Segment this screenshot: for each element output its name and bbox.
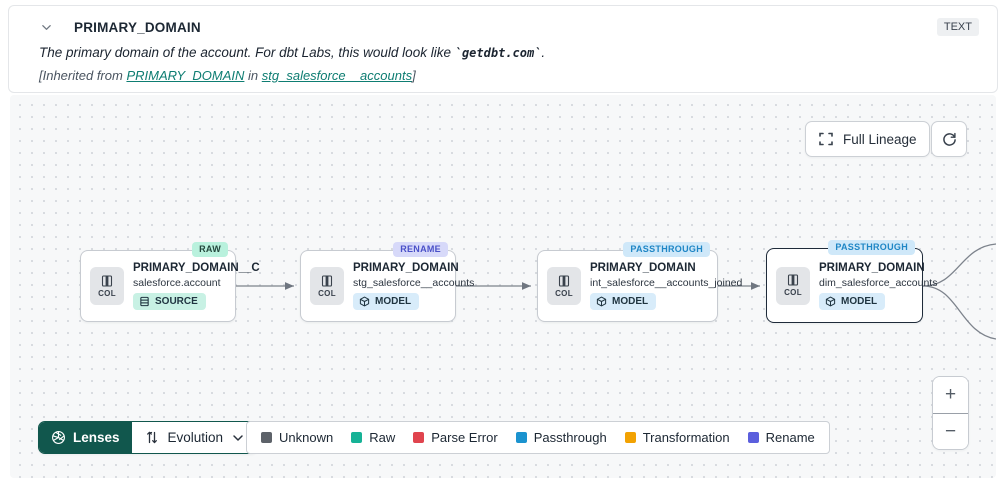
zoom-out-button[interactable]: − [933,413,968,449]
lens-select-dropdown[interactable]: Evolution [131,422,258,453]
inherited-middle: in [244,68,262,83]
model-icon [596,296,607,307]
node-kind-label: MODEL [841,295,878,307]
column-type-badge: TEXT [936,18,979,36]
legend-label: Unknown [279,430,334,445]
col-label: COL [784,288,802,297]
legend-item-parse-error: Parse Error [413,430,498,445]
lineage-node-dim-salesforce-accounts[interactable]: PASSTHROUGH COL PRIMARY_DOMAIN dim_sales… [766,240,937,323]
inherited-suffix: ] [412,68,416,83]
status-badge: RENAME [393,242,448,257]
column-icon [101,274,113,287]
refresh-button[interactable] [931,121,967,157]
full-lineage-label: Full Lineage [843,131,917,147]
refresh-icon [941,131,958,148]
lenses-label: Lenses [73,430,120,445]
column-name-title: PRIMARY_DOMAIN [74,19,201,35]
column-detail-card: PRIMARY_DOMAIN TEXT The primary domain o… [8,5,998,93]
lineage-node-salesforce-account[interactable]: RAW COL PRIMARY_DOMAIN__C salesforce.acc… [80,242,260,322]
lenses-button[interactable]: Lenses [39,422,132,453]
node-kind-label: MODEL [612,296,649,307]
legend-item-transformation: Transformation [624,430,730,445]
node-kind-label: MODEL [375,296,412,307]
node-subtitle: dim_salesforce_accounts [819,276,938,289]
inherited-from-line: [Inherited from PRIMARY_DOMAIN in stg_sa… [39,68,981,83]
column-icon [558,274,570,287]
model-icon [825,296,836,306]
legend-item-raw: Raw [351,430,395,445]
col-label: COL [98,288,116,298]
column-chip: COL [547,267,581,305]
node-title: PRIMARY_DOMAIN [590,262,696,274]
expand-icon [818,131,834,147]
chevron-down-icon [232,432,244,444]
legend-label: Parse Error [431,430,498,445]
node-text: PRIMARY_DOMAIN stg_salesforce__accounts … [353,262,474,310]
legend-swatch [261,432,272,443]
legend-swatch [351,432,363,443]
legend-label: Rename [765,430,815,445]
node-title: PRIMARY_DOMAIN [353,262,459,274]
legend-swatch [624,432,636,443]
column-chip: COL [776,266,810,305]
inherited-column-link[interactable]: PRIMARY_DOMAIN [126,68,245,83]
node-kind-badge: MODEL [353,293,420,310]
legend-swatch [413,432,425,443]
lens-control-group: Lenses Evolution [38,421,259,454]
legend-item-rename: Rename [747,430,815,445]
node-kind-badge: SOURCE [133,293,206,310]
legend-item-unknown: Unknown [261,430,333,445]
description-code: `getdbt.com` [454,46,542,60]
inherited-model-link[interactable]: stg_salesforce__accounts [261,68,413,83]
node-text: PRIMARY_DOMAIN__C salesforce.account SOU… [133,262,260,310]
node-text: PRIMARY_DOMAIN dim_salesforce_accounts M… [819,262,937,310]
col-label: COL [555,288,573,298]
inherited-prefix: [Inherited from [39,68,127,83]
description-text: The primary domain of the account. For d… [39,45,455,60]
zoom-control: + − [932,376,969,450]
zoom-in-button[interactable]: + [933,377,968,414]
node-kind-badge: MODEL [590,293,657,310]
collapse-chevron-icon[interactable] [36,17,56,37]
lens-selected-label: Evolution [167,430,224,445]
node-text: PRIMARY_DOMAIN int_salesforce__accounts_… [590,262,742,310]
lens-legend: Unknown Raw Parse Error Passthrough Tran… [246,421,830,454]
lineage-node-int-salesforce-accounts-joined[interactable]: PASSTHROUGH COL PRIMARY_DOMAIN int_sales… [537,242,742,322]
col-label: COL [318,288,336,298]
node-title: PRIMARY_DOMAIN [819,261,925,274]
node-kind-label: SOURCE [155,296,198,307]
node-subtitle: stg_salesforce__accounts [353,277,475,289]
lineage-node-stg-salesforce-accounts[interactable]: RENAME COL PRIMARY_DOMAIN stg_salesforce… [300,242,474,322]
node-subtitle: int_salesforce__accounts_joined [590,277,743,289]
status-badge: PASSTHROUGH [828,240,915,255]
column-icon [321,274,333,287]
node-kind-badge: MODEL [819,292,886,310]
column-icon [787,274,799,286]
status-badge: PASSTHROUGH [623,242,710,257]
full-lineage-button[interactable]: Full Lineage [805,121,930,157]
lens-aperture-icon [51,430,66,445]
legend-label: Transformation [642,430,730,445]
column-chip: COL [310,267,344,305]
column-title-row: PRIMARY_DOMAIN TEXT [27,16,981,38]
evolution-icon [145,430,159,445]
legend-item-passthrough: Passthrough [515,430,607,445]
column-description: The primary domain of the account. For d… [39,45,981,60]
node-title: PRIMARY_DOMAIN__C [133,262,260,274]
legend-label: Raw [369,430,396,445]
column-chip: COL [90,267,124,305]
status-badge: RAW [192,242,228,257]
node-subtitle: salesforce.account [133,277,221,289]
source-icon [140,296,149,307]
description-period: . [541,45,546,60]
legend-swatch [747,432,759,443]
model-icon [359,296,370,307]
legend-label: Passthrough [533,430,607,445]
legend-swatch [515,432,527,443]
lineage-canvas[interactable]: Full Lineage RAW COL PRIMARY_DOMAIN__C s… [10,95,996,478]
